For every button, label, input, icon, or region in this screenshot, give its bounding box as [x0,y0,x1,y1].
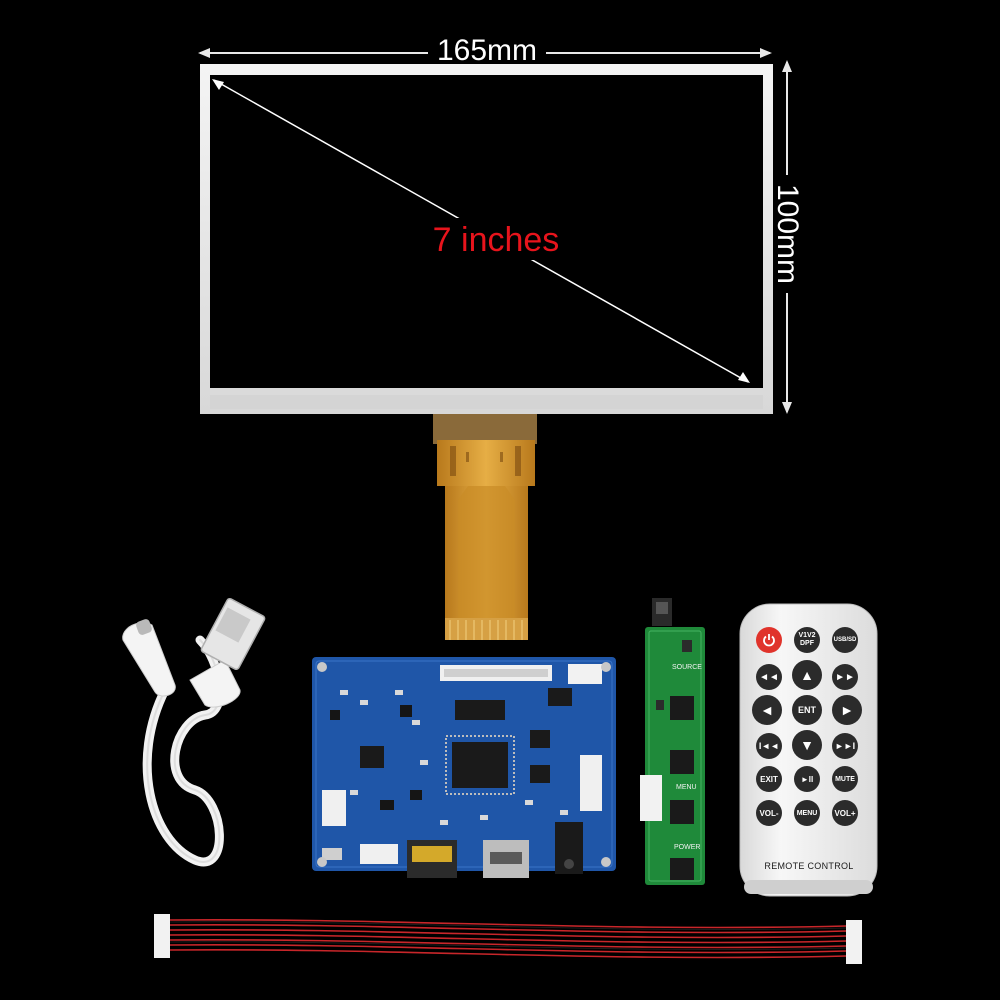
usb-sd-label: USB/SD [833,637,857,643]
mute-label: MUTE [835,775,855,783]
ent-label: ENT [798,705,816,715]
remote-rewind-button: ◄◄ [756,664,782,690]
remote-v1v2-button: V1V2 DPF [794,627,820,653]
height-label: 100mm [771,183,804,285]
usb-cable [122,597,266,867]
play-pause-label: ►II [800,774,814,784]
keypad-board [640,598,705,885]
remote-power-button [756,627,782,653]
arrow-right-icon: ► [840,702,854,718]
remote-down-button: ▼ [792,730,822,760]
fpc-cable [433,414,537,640]
menu-label: MENU [796,809,818,817]
ribbon-cable [154,914,862,964]
remote-left-button: ◄ [752,695,782,725]
exit-label: EXIT [760,774,778,784]
remote-next-button: ►►I [832,733,858,759]
keypad-label-power: POWER [674,844,701,851]
skip-next-icon: ►►I [834,741,856,751]
keypad-label-menu: MENU [676,784,697,791]
remote-vol-minus-button: VOL- [756,800,782,826]
diagonal-label: 7 inches [432,221,560,259]
remote-usb-sd-button: USB/SD [832,627,858,653]
vol-plus-label: VOL+ [834,808,856,818]
arrow-up-icon: ▲ [800,667,814,683]
remote-exit-button: EXIT [756,766,782,792]
lcd-panel [200,64,773,414]
remote-menu-button: MENU [794,800,820,826]
width-label: 165mm [436,34,538,67]
remote-up-button: ▲ [792,660,822,690]
skip-previous-icon: I◄◄ [758,741,780,751]
arrow-left-icon: ◄ [760,702,774,718]
width-dimension [198,36,772,68]
remote-prev-button: I◄◄ [756,733,782,759]
rewind-icon: ◄◄ [759,671,779,683]
remote-vol-plus-button: VOL+ [832,800,858,826]
arrow-down-icon: ▼ [800,737,814,753]
remote-right-button: ► [832,695,862,725]
fast-forward-icon: ►► [835,671,855,683]
remote-mute-button: MUTE [832,766,858,792]
power-icon [763,634,775,647]
vol-minus-label: VOL- [759,808,779,818]
remote-ent-button: ENT [792,695,822,725]
driver-board [312,657,616,878]
dpf-label: DPF [800,640,814,647]
remote-fast-forward-button: ►► [832,664,858,690]
remote-brand-label: REMOTE CONTROL [764,861,854,871]
height-dimension [772,60,802,414]
remote-play-pause-button: ►II [794,766,820,792]
keypad-label-source: SOURCE [672,664,702,671]
v1v2-label: V1V2 [798,632,816,639]
